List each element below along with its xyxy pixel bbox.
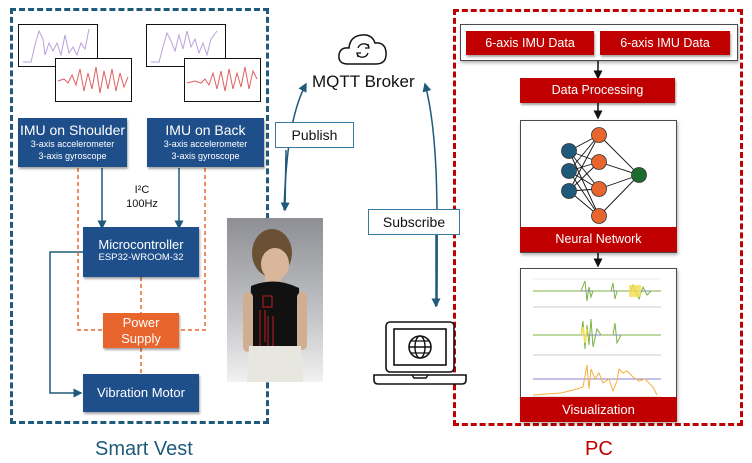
- microcontroller-model: ESP32-WROOM-32: [98, 252, 184, 263]
- nn-output-node: [631, 167, 647, 183]
- imu-data-1-box: 6-axis IMU Data: [466, 31, 594, 55]
- nn-hidden-node: [591, 208, 607, 224]
- mqtt-broker-label: MQTT Broker: [312, 72, 415, 91]
- laptop-globe-icon: [373, 321, 467, 385]
- smart-vest-frame: [10, 8, 269, 424]
- microcontroller-title: Microcontroller: [98, 237, 184, 252]
- nn-input-node: [561, 143, 577, 159]
- plot-panel-2: [533, 318, 661, 356]
- vibration-motor-title: Vibration Motor: [97, 385, 185, 400]
- nn-hidden-node: [591, 154, 607, 170]
- nn-hidden-node: [591, 181, 607, 197]
- imu-shoulder-gyro: 3-axis gyroscope: [38, 151, 107, 161]
- cloud-sync-icon: [338, 34, 387, 65]
- power-supply-line2: Supply: [121, 331, 161, 346]
- shoulder-gyro-chart-thumb: [55, 58, 132, 102]
- plot-panel-3: [532, 364, 661, 398]
- neural-network-panel: Neural Network: [520, 120, 677, 253]
- nn-input-node: [561, 163, 577, 179]
- nn-input-node: [561, 183, 577, 199]
- imu-back-title: IMU on Back: [165, 122, 246, 138]
- publish-label: Publish: [275, 122, 354, 148]
- bus-protocol: I²C: [134, 184, 150, 196]
- power-lines: [77, 168, 206, 374]
- visualization-plots-thumbnail: [532, 278, 661, 398]
- imu-back-gyro: 3-axis gyroscope: [171, 151, 240, 161]
- visualization-label: Visualization: [520, 397, 677, 422]
- power-supply-line1: Power: [122, 315, 160, 330]
- imu-back-accel: 3-axis accelerometer: [163, 139, 248, 149]
- plot-panel-1: [533, 278, 661, 308]
- power-supply-box: Power Supply: [103, 313, 179, 348]
- imu-shoulder-title: IMU on Shoulder: [19, 122, 126, 138]
- imu-data-2-box: 6-axis IMU Data: [600, 31, 730, 55]
- neural-network-diagram: [561, 127, 647, 224]
- pc-caption: PC: [585, 438, 613, 460]
- mqtt-broker: MQTT Broker: [300, 28, 420, 98]
- visualization-panel: Visualization: [520, 268, 677, 422]
- bus-label: I²C 100Hz: [120, 183, 164, 211]
- imu-shoulder-box: IMU on Shoulder 3-axis accelerometer 3-a…: [18, 118, 127, 167]
- imu-shoulder-accel: 3-axis accelerometer: [30, 139, 115, 149]
- back-gyro-chart-thumb: [184, 58, 261, 102]
- subscribe-arrow: [422, 82, 438, 307]
- smart-vest-caption: Smart Vest: [95, 438, 193, 460]
- vest-wearer-illustration: [227, 218, 323, 382]
- neural-network-label: Neural Network: [520, 227, 677, 252]
- publish-down-arrow: [280, 149, 290, 212]
- nn-hidden-node: [591, 127, 607, 143]
- subscribe-label: Subscribe: [368, 209, 460, 235]
- mcu-to-motor-arrow: [49, 251, 83, 398]
- microcontroller-box: Microcontroller ESP32-WROOM-32: [83, 227, 199, 277]
- bus-rate: 100Hz: [126, 198, 158, 210]
- vibration-motor-box: Vibration Motor: [83, 374, 199, 412]
- data-processing-box: Data Processing: [520, 78, 675, 103]
- imu-back-box: IMU on Back 3-axis accelerometer 3-axis …: [147, 118, 264, 167]
